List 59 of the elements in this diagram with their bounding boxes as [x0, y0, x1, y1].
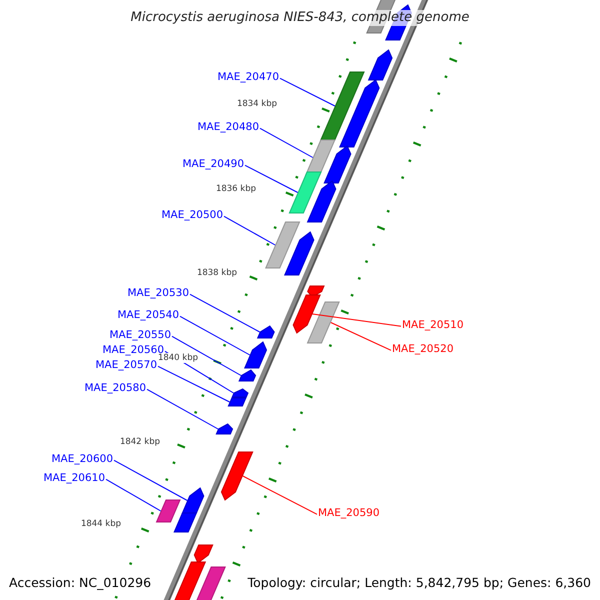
gene-label: MAE_20530 — [127, 287, 189, 300]
scale-label: 1834 kbp — [236, 98, 278, 110]
gene-label: MAE_20570 — [95, 359, 157, 372]
leader-line — [172, 336, 242, 376]
gene-bar — [288, 172, 322, 214]
gene-label: MAE_20510 — [402, 319, 464, 332]
gene-block — [182, 487, 204, 514]
gene-label: MAE_20490 — [182, 158, 244, 171]
gene-block — [256, 325, 275, 338]
scale-label: 1844 kbp — [80, 518, 122, 530]
gene-bar — [306, 302, 340, 344]
leader-line — [280, 78, 336, 106]
gene-bar — [228, 398, 247, 406]
gene-label: MAE_20600 — [51, 453, 113, 466]
gene-block — [324, 145, 352, 184]
leader-line — [244, 164, 298, 193]
leader-line — [146, 388, 219, 430]
scale-label: 1842 kbp — [118, 436, 161, 448]
gene-block — [220, 452, 254, 501]
gene-block — [306, 180, 336, 222]
gene-block — [284, 231, 314, 276]
gene-label: MAE_20590 — [318, 507, 380, 520]
gene-block — [232, 388, 249, 398]
gene-label: MAE_20610 — [43, 472, 105, 485]
leader-line — [242, 476, 318, 515]
gene-bar — [172, 562, 206, 600]
gene-block — [339, 79, 380, 148]
gene-block — [194, 544, 214, 564]
scale-label: 1836 kbp — [214, 184, 257, 194]
gene-bar — [265, 222, 300, 268]
leader-line — [158, 366, 230, 402]
gene-block — [216, 423, 234, 434]
leader-line — [224, 216, 276, 246]
gene-label: MAE_20550 — [109, 329, 171, 342]
gene-block — [292, 294, 321, 334]
leader-line — [190, 294, 260, 332]
gene-bar — [156, 500, 181, 522]
genome-info-text: Topology: circular; Length: 5,842,795 bp; Genes: 6,360 — [248, 574, 591, 590]
gene-label: MAE_20480 — [197, 121, 259, 134]
gene-bar — [320, 72, 365, 140]
leader-line — [106, 478, 162, 512]
leader-line — [114, 460, 188, 501]
genome-info-text: Accession: NC_010296 — [9, 574, 152, 590]
scale-label: 1840 kbp — [156, 352, 199, 364]
leader-line — [312, 314, 402, 327]
gene-bar — [173, 512, 198, 532]
gene-label: MAE_20470 — [217, 71, 279, 84]
leader-line — [260, 128, 314, 158]
leader-line — [180, 316, 250, 356]
leader-line — [330, 322, 392, 351]
gene-label: MAE_20500 — [161, 209, 223, 222]
gene-block — [368, 49, 393, 80]
gene-block — [238, 369, 256, 382]
gene-label: MAE_20520 — [392, 343, 454, 356]
title: Microcystis aeruginosa NIES-843, complete genome — [130, 10, 470, 26]
gene-label: MAE_20580 — [84, 382, 146, 395]
gene-bar — [194, 566, 226, 600]
scale-label: 1838 kbp — [196, 268, 238, 278]
gene-label: MAE_20540 — [117, 309, 179, 322]
